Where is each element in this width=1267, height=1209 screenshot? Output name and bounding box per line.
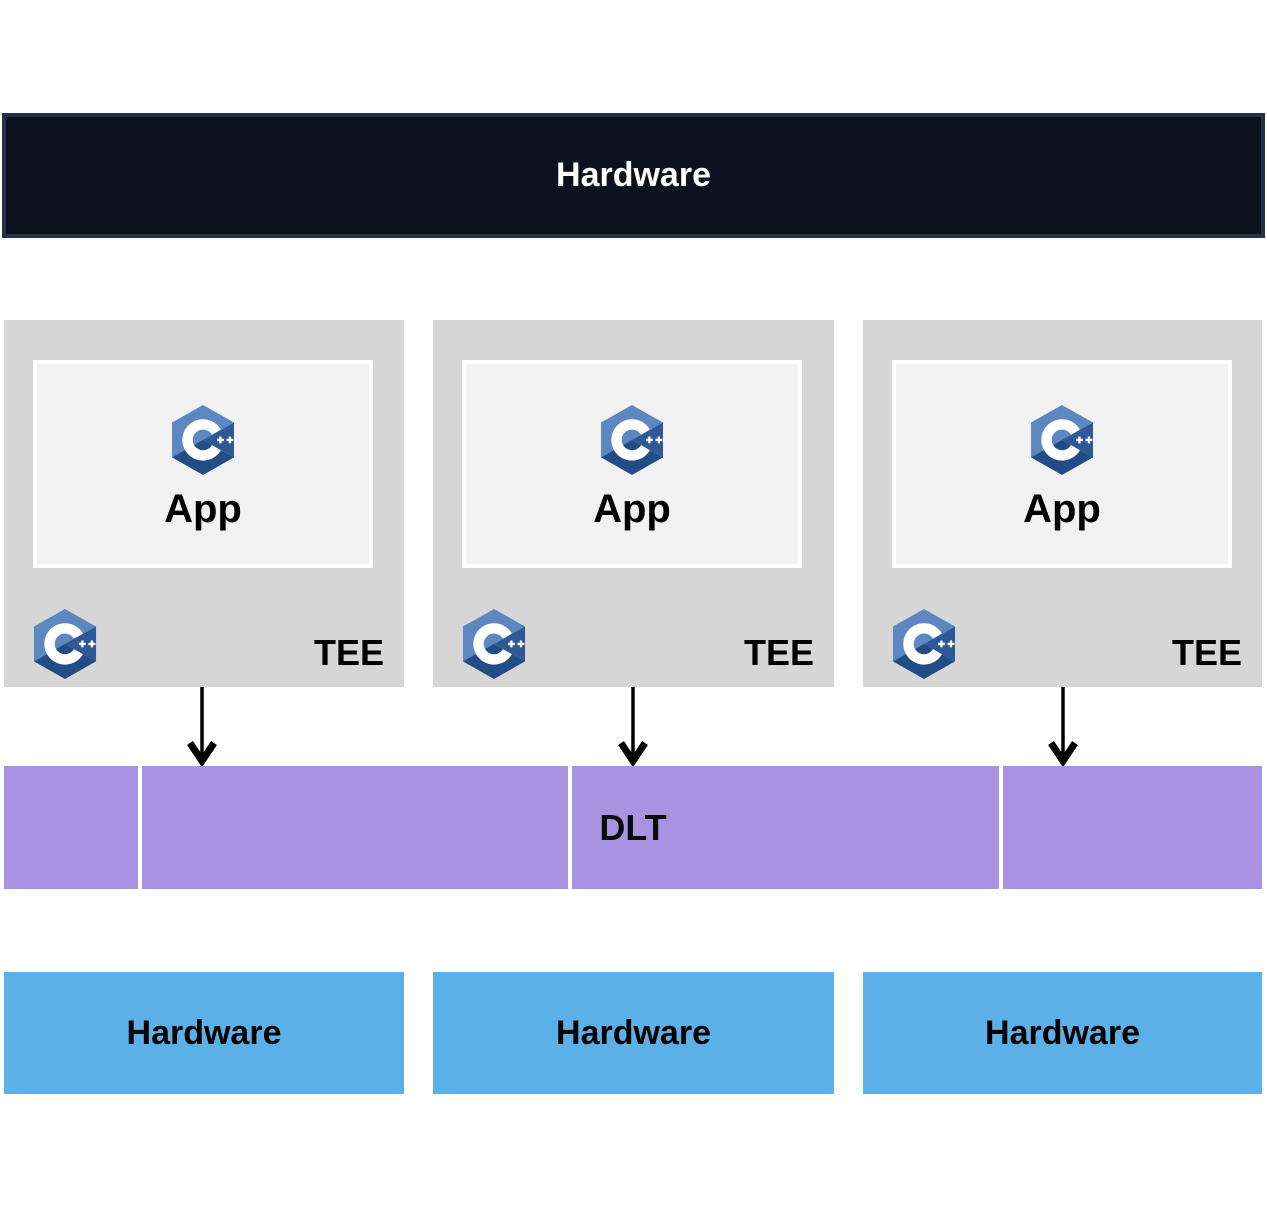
cpp-logo-icon [892,609,956,679]
dlt-segment-1 [4,766,138,889]
tee-box-3: App TEE [863,320,1262,687]
cpp-logo-icon [33,609,97,679]
hardware-box-2: Hardware [433,972,834,1094]
hardware-label: Hardware [985,1013,1140,1052]
hardware-box-1: Hardware [4,972,404,1094]
cpp-logo-icon [1031,405,1093,475]
dlt-bar: DLT [4,766,1262,889]
hardware-label: Hardware [556,1013,711,1052]
hardware-label: Hardware [126,1013,282,1052]
cpp-logo-icon [172,405,234,475]
down-arrow-icon [618,687,648,766]
down-arrow-icon [187,687,217,766]
tee-box-1: App TEE [4,320,404,687]
dlt-segment-2 [142,766,568,889]
top-hardware-bar: Hardware [2,113,1265,238]
tee-label: TEE [743,632,814,673]
tee-label: TEE [313,632,384,673]
dlt-segment-4 [1003,766,1262,889]
app-box-3: App [892,360,1232,568]
dlt-segment-3 [572,766,999,889]
cpp-logo-icon [462,609,526,679]
app-label: App [593,487,671,531]
tee-box-2: App TEE [433,320,834,687]
down-arrow-icon [1048,687,1078,766]
app-box-2: App [462,360,802,568]
tee-label: TEE [1171,632,1242,673]
cpp-logo-icon [601,405,663,475]
hardware-box-3: Hardware [863,972,1262,1094]
app-box-1: App [33,360,373,568]
top-hardware-label: Hardware [556,156,711,194]
app-label: App [164,487,242,531]
app-label: App [1023,487,1101,531]
